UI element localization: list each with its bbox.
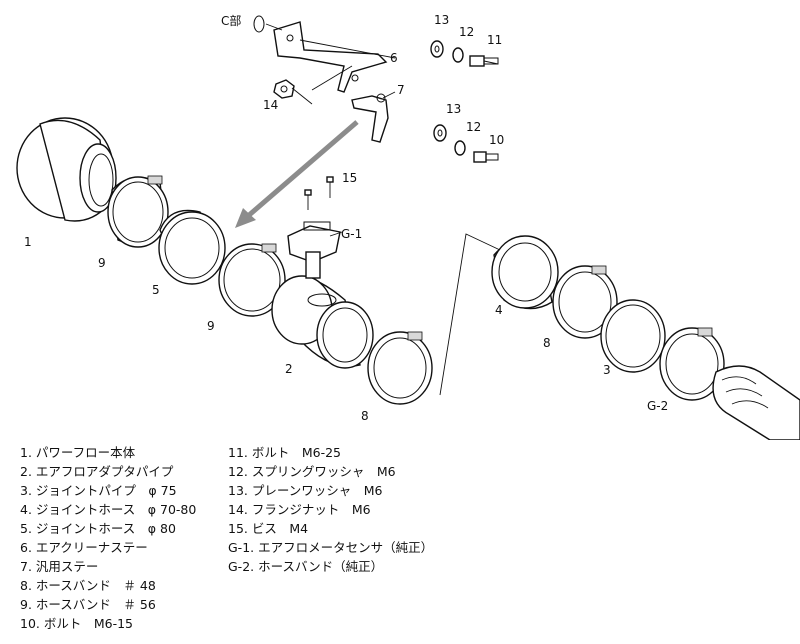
legend-item: 2. エアフロアダプタパイプ [20, 464, 174, 479]
air-flow-adapter-pipe [271, 275, 374, 369]
label-13b: 13 [446, 102, 461, 116]
direction-arrow [235, 120, 359, 228]
upper-fastener-set [430, 40, 499, 67]
joint-hose-80 [158, 209, 226, 285]
label-6: 6 [390, 51, 398, 65]
label-8a: 8 [361, 409, 369, 423]
hose-band-genuine [659, 327, 725, 401]
label-g2: G-2 [647, 399, 668, 413]
label-11: 11 [487, 33, 502, 47]
label-5: 5 [152, 283, 160, 297]
flange-nut [273, 79, 295, 99]
legend-item: 1. パワーフロー本体 [20, 445, 136, 460]
lower-fastener-set [433, 124, 499, 163]
legend-item: 5. ジョイントホース φ 80 [20, 521, 176, 536]
legend-item: 9. ホースバンド ＃ 56 [20, 597, 156, 612]
label-c-part: C部 [221, 13, 241, 28]
legend-item: 8. ホースバンド ＃ 48 [20, 578, 156, 593]
label-1: 1 [24, 235, 32, 249]
label-4: 4 [495, 303, 503, 317]
hose-band-48-center [367, 331, 433, 405]
parts-legend-left: 1. パワーフロー本体 2. エアフロアダプタパイプ 3. ジョイントパイプ φ 7… [20, 443, 196, 633]
general-stay [351, 93, 389, 143]
air-cleaner-stay [273, 21, 388, 93]
legend-item: 13. プレーンワッシャ M6 [228, 483, 383, 498]
label-15: 15 [342, 171, 357, 185]
leader-lines [291, 39, 501, 396]
legend-item: 3. ジョイントパイプ φ 75 [20, 483, 177, 498]
label-14: 14 [263, 98, 278, 112]
hose-band-56-left [107, 175, 169, 248]
legend-item: 14. フランジナット M6 [228, 502, 371, 517]
air-flow-meter-sensor [287, 221, 341, 279]
label-10: 10 [489, 133, 504, 147]
label-13a: 13 [434, 13, 449, 27]
label-8b: 8 [543, 336, 551, 350]
legend-item: 11. ボルト M6-25 [228, 445, 342, 460]
joint-hose-70-80 [491, 235, 559, 310]
label-g1: G-1 [341, 227, 362, 241]
exploded-parts-diagram: C部 13 12 11 6 7 14 13 12 10 15 G-1 1 9 5… [16, 13, 800, 440]
legend-item: 15. ビス M4 [228, 521, 309, 536]
hose-band-48-right [552, 265, 618, 339]
legend-item: 12. スプリングワッシャ M6 [228, 464, 396, 479]
legend-item: G-1. エアフロメータセンサ（純正） [228, 540, 434, 555]
label-3: 3 [603, 363, 611, 377]
screw-m4 [304, 176, 334, 210]
c-part-marker [253, 15, 265, 33]
label-12a: 12 [459, 25, 474, 39]
label-9b: 9 [207, 319, 215, 333]
legend-item: 4. ジョイントホース φ 70-80 [20, 502, 197, 517]
legend-item: G-2. ホースバンド（純正） [228, 559, 384, 574]
air-filter-body [16, 117, 117, 222]
intake-duct [712, 365, 800, 440]
legend-item: 10. ボルト M6-15 [20, 616, 134, 631]
label-2: 2 [285, 362, 293, 376]
joint-pipe-75 [600, 299, 666, 373]
label-7: 7 [397, 83, 405, 97]
hose-band-56-mid [218, 243, 286, 317]
label-9a: 9 [98, 256, 106, 270]
legend-item: 6. エアクリーナステー [20, 540, 148, 555]
parts-legend-right: 11. ボルト M6-25 12. スプリングワッシャ M6 13. プレーンワッシ… [228, 443, 433, 576]
legend-item: 7. 汎用ステー [20, 559, 99, 574]
label-12b: 12 [466, 120, 481, 134]
